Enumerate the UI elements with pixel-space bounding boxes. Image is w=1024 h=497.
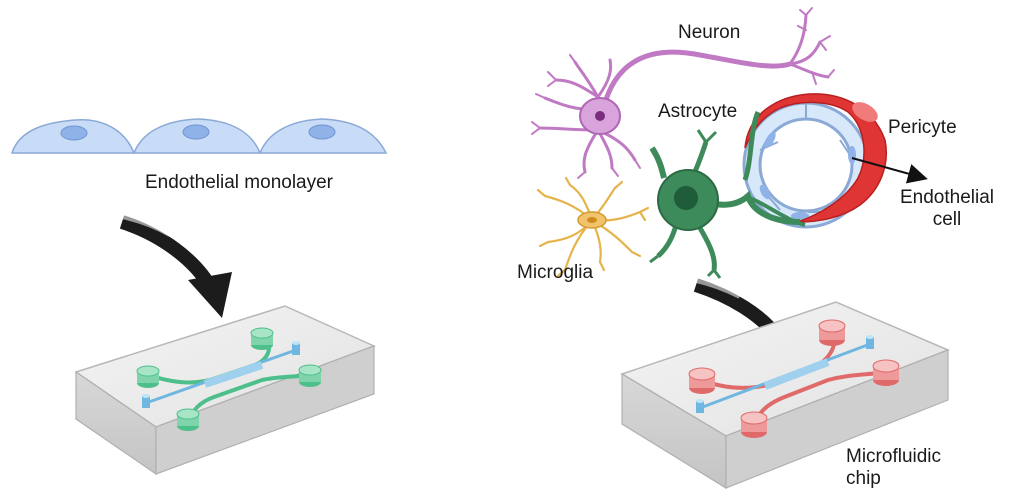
- right-microfluidic-chip: [620, 301, 950, 490]
- label-neuron: Neuron: [678, 22, 741, 43]
- well-red-2: [818, 319, 846, 346]
- ec-nucleus-2: [848, 146, 856, 164]
- label-microfluidic-chip-line2: chip: [846, 468, 881, 489]
- label-endothelial-cell-line2: cell: [932, 209, 962, 230]
- well-green-2: [250, 327, 274, 350]
- port-blue-3: [696, 399, 704, 413]
- label-endothelial-cell: Endothelial cell: [900, 187, 994, 231]
- port-blue-2: [292, 341, 300, 355]
- microglia-cell: [536, 176, 650, 278]
- astrocyte-nucleus: [674, 186, 698, 210]
- ec-nucleus-4: [759, 184, 771, 200]
- left-microfluidic-chip: [74, 305, 376, 476]
- port-blue-4: [866, 335, 874, 349]
- pericyte-body: [744, 93, 887, 223]
- ec-nucleus-3: [791, 212, 809, 220]
- label-microglia: Microglia: [517, 262, 594, 283]
- astrocyte-cell: [649, 110, 806, 279]
- label-microfluidic-chip-line1: Microfluidic: [846, 446, 942, 467]
- nucleus-1: [60, 125, 88, 141]
- pericyte-nucleus: [852, 102, 878, 122]
- label-astrocyte: Astrocyte: [658, 101, 738, 122]
- blood-vessel: [742, 93, 887, 229]
- well-red-1: [688, 367, 716, 394]
- well-green-4: [176, 408, 200, 431]
- well-red-3: [872, 359, 900, 386]
- well-green-1: [136, 365, 160, 388]
- nucleus-3: [308, 124, 336, 140]
- well-green-3: [298, 364, 322, 387]
- neuron-cell: [531, 7, 835, 179]
- endothelial-pointer: [851, 157, 928, 184]
- neuron-nucleus: [595, 111, 605, 121]
- label-endothelial-cell-line1: Endothelial: [900, 187, 995, 208]
- label-microfluidic-chip: Microfluidic chip: [846, 446, 941, 490]
- endothelial-monolayer: [10, 118, 388, 154]
- ec-nucleus-1: [764, 131, 776, 149]
- left-curved-arrow: [119, 213, 232, 318]
- nucleus-2: [182, 124, 210, 140]
- port-blue-1: [142, 394, 150, 408]
- well-red-4: [740, 411, 768, 438]
- label-pericyte: Pericyte: [888, 117, 957, 138]
- label-endothelial-monolayer: Endothelial monolayer: [145, 172, 334, 193]
